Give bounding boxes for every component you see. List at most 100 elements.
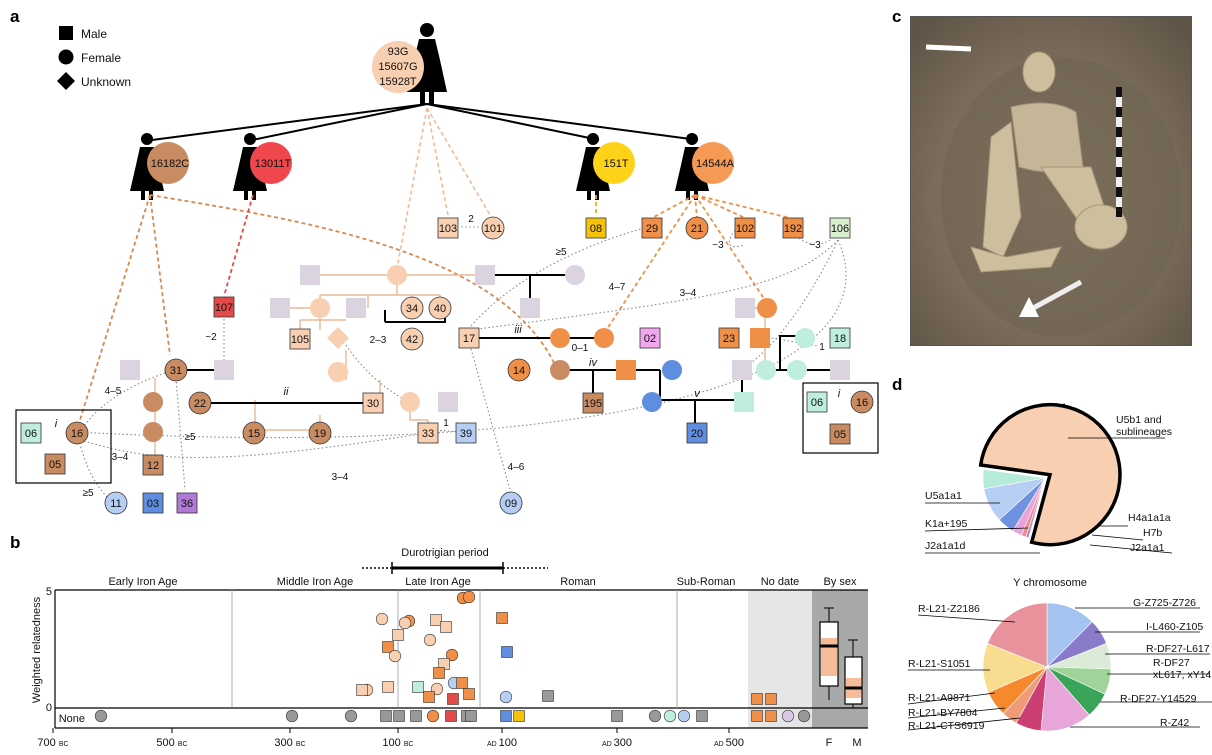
individual-id: 40 (434, 303, 446, 315)
pie-slice-label: U5a1a1 (925, 490, 962, 502)
timeline-point (388, 649, 402, 663)
pie-slice (982, 469, 1046, 490)
individual-102: 102 (734, 217, 756, 239)
individual-16: 16 (65, 421, 89, 445)
unlabeled-individual (662, 360, 682, 380)
individual-36: 36 (176, 492, 198, 514)
relatedness-label: 3–4 (112, 452, 129, 463)
timeline-point (398, 616, 412, 630)
timeline-point (380, 710, 392, 722)
individual-03: 03 (142, 492, 164, 514)
timeline-point (500, 710, 512, 722)
branch-founder-13011T: 13011T (233, 133, 292, 200)
period-label: Middle Iron Age (277, 576, 353, 588)
individual-08: 08 (585, 217, 607, 239)
inset-box-left (15, 409, 112, 484)
individual-id: 09 (505, 498, 517, 510)
individual-id: 08 (590, 223, 602, 235)
timeline-point (344, 709, 358, 723)
individual-id: 101 (484, 223, 502, 235)
relatedness-label: 1 (819, 342, 825, 353)
relatedness-label: 4–6 (508, 462, 525, 473)
individual-id: 103 (439, 223, 457, 235)
individual-id: 05 (49, 459, 61, 471)
individual-id: 15 (248, 428, 260, 440)
individual-id: 30 (367, 398, 379, 410)
timeline-point (751, 710, 763, 722)
timeline-point (410, 710, 422, 722)
unlabeled-individual (300, 265, 320, 285)
timeline-point (611, 710, 623, 722)
individual-id: 02 (644, 333, 656, 345)
timeline-point (447, 693, 459, 705)
unlabeled-individual (120, 360, 140, 380)
individual-id: 102 (736, 223, 754, 235)
relatedness-label: 4–7 (609, 282, 626, 293)
timeline-point (496, 612, 508, 624)
individual-id: 11 (110, 498, 121, 510)
timeline-point (781, 709, 795, 723)
sex-female-label: F (826, 737, 833, 749)
timeline-point (696, 710, 708, 722)
individual-02: 02 (639, 327, 661, 349)
relatedness-label: ~2 (205, 332, 217, 343)
pie-slice-label: R-L21-A9871 (908, 692, 971, 704)
relatedness-label: 2–3 (370, 335, 387, 346)
individual-42: 42 (400, 327, 424, 351)
burial-photo (910, 16, 1192, 346)
individual-30: 30 (362, 392, 384, 414)
branch-circle (593, 142, 635, 184)
inset-box-right (802, 382, 879, 454)
mtdna-pie-chart: mtDNA U5b1 andsublineagesH4a1a1aH7bJ2a1a… (924, 402, 1172, 554)
relatedness-label: i (838, 388, 841, 400)
individual-id: 107 (215, 302, 233, 314)
legend-male: Male (81, 27, 107, 41)
y-chromosome-pie-chart: Y chromosome G-Z725-Z726I-L460-Z105R-DF2… (907, 577, 1212, 732)
individual-id: 06 (25, 428, 37, 440)
individual-id: 36 (181, 498, 193, 510)
unlabeled-individual (143, 392, 163, 412)
pie-slice-label: R-Z42 (1160, 717, 1189, 729)
individual-103: 103 (437, 217, 459, 239)
timeline-panel: 5 0 None Weighted relatedness Early Iron… (31, 547, 868, 749)
unlabeled-individual (387, 265, 407, 285)
pie-slice-label: J2a1a1d (925, 540, 965, 552)
panel-label-d: d (892, 375, 902, 394)
pie-slice-label: R-L21-S1051 (908, 658, 971, 670)
timeline-point (677, 709, 691, 723)
individual-09: 09 (499, 491, 523, 515)
branch-mutation-label: 16182C (151, 158, 190, 170)
individual-id: 14 (513, 365, 525, 377)
founder-node: 93G 15607G 15928T (372, 23, 447, 104)
pie-slice-label: R-DF27-Y14529 (1120, 693, 1197, 705)
individual-101: 101 (481, 216, 505, 240)
unlabeled-individual (270, 298, 290, 318)
timeline-point (433, 667, 445, 679)
unlabeled-individual (475, 265, 495, 285)
unlabeled-individual (750, 328, 770, 348)
pie-slice-label: K1a+195 (925, 518, 967, 530)
sex-boxplots: F M (819, 607, 863, 749)
individual-106: 106 (829, 217, 851, 239)
unlabeled-individual (732, 360, 752, 380)
individual-05: 05 (829, 423, 851, 445)
individual-id: 42 (406, 334, 418, 346)
individual-192: 192 (782, 217, 804, 239)
unlabeled-individual (550, 360, 570, 380)
timeline-point (393, 710, 405, 722)
pie-slice-label: G-Z725-Z726 (1133, 597, 1196, 609)
individual-id: 12 (147, 460, 159, 472)
individual-id: 16 (71, 428, 83, 440)
individual-17: 17 (458, 327, 480, 349)
x-tick-label: 300 BC (274, 737, 305, 749)
timeline-point (423, 633, 437, 647)
unlabeled-individual (346, 298, 366, 318)
none-row-label: None (59, 713, 85, 725)
branch-circle (692, 142, 734, 184)
individual-id: 192 (784, 223, 802, 235)
relatedness-label: iii (514, 324, 522, 336)
sex-male-label: M (852, 737, 861, 749)
